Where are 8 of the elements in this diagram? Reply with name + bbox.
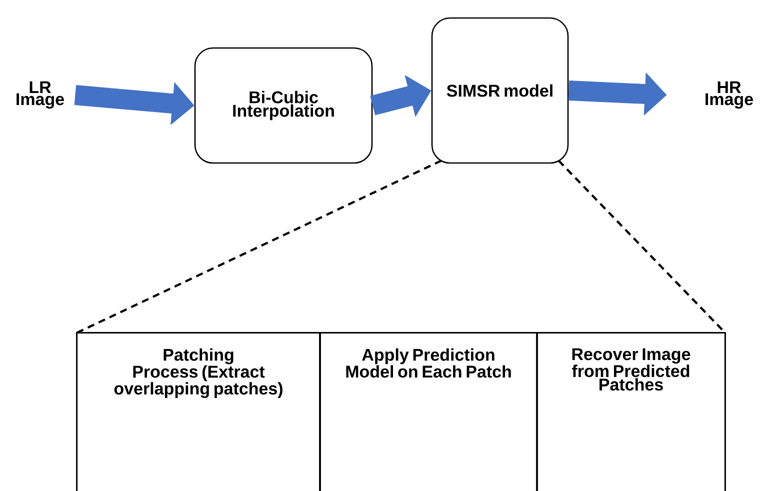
process-step-cell: Patching Process (Extract overlapping patches) [76, 332, 321, 491]
process-step-cell: Apply Prediction Model on Each Patch [319, 332, 538, 491]
process-step-cell: Recover Image from Predicted Patches [536, 332, 726, 491]
process-box: SIMSR model [431, 17, 569, 164]
dashed-line [76, 160, 442, 334]
process-box: Bi-Cubic Interpolation [194, 47, 373, 164]
image-label: LR Image [16, 81, 64, 109]
image-label: HR Image [706, 81, 753, 109]
